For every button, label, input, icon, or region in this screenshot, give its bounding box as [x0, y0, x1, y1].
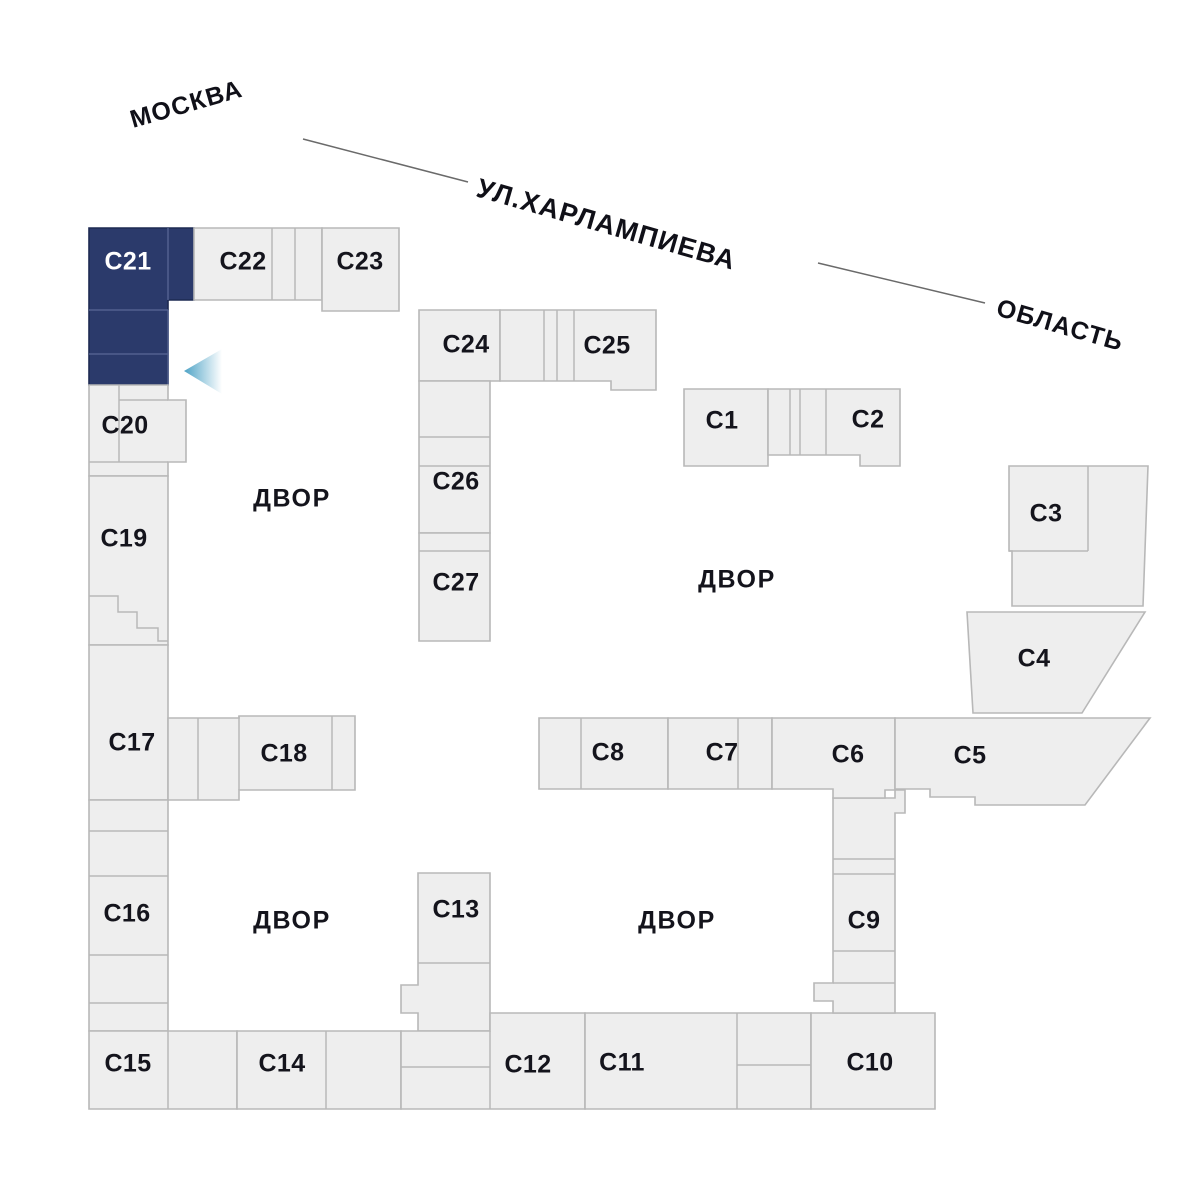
- block-group-c4[interactable]: C4: [966, 611, 1147, 714]
- yard-label-se: ДВОР: [638, 907, 716, 935]
- direction-label-oblast: ОБЛАСТЬ: [993, 294, 1126, 357]
- block-dividers-c11: [736, 1013, 811, 1109]
- block-group-c7[interactable]: C7: [667, 717, 773, 790]
- block-shape-c2[interactable]: [767, 388, 901, 467]
- block-label-c2: C2: [852, 406, 885, 434]
- selection-pointer-group: [184, 349, 222, 394]
- block-label-c6: C6: [832, 741, 865, 769]
- yard-label-sw: ДВОР: [253, 907, 331, 935]
- block-dividers-c12: [401, 1031, 491, 1109]
- direction-label-moskva: МОСКВА: [127, 75, 246, 134]
- block-shape-c3[interactable]: [1008, 465, 1149, 607]
- yard-label-group: ДВОР ДВОР ДВОР ДВОР: [253, 485, 776, 935]
- block-group-c21[interactable]: C21: [88, 227, 195, 386]
- block-group-c25[interactable]: C25: [499, 309, 657, 391]
- block-dividers-c9: [833, 858, 895, 984]
- block-group-c19[interactable]: C19: [88, 475, 169, 646]
- block-group-c11[interactable]: C11: [584, 1012, 812, 1110]
- block-group-c1[interactable]: C1: [683, 388, 769, 467]
- block-shape-c19[interactable]: [88, 475, 169, 646]
- block-group-c22[interactable]: C22: [193, 227, 323, 301]
- block-label-c21: C21: [104, 248, 151, 276]
- selection-pointer-icon: [184, 349, 222, 394]
- block-group-c20[interactable]: C20: [88, 384, 187, 477]
- block-label-c3: C3: [1030, 500, 1063, 528]
- block-group-c13[interactable]: C13: [400, 872, 491, 1032]
- block-shape-c4[interactable]: [966, 611, 1147, 714]
- block-dividers-c20: [89, 385, 168, 463]
- block-label-c10: C10: [846, 1049, 893, 1077]
- block-dividers-c25: [543, 310, 575, 381]
- block-group-c9[interactable]: C9: [813, 789, 906, 1014]
- block-label-c12: C12: [504, 1051, 551, 1079]
- block-dividers-c22: [271, 228, 296, 300]
- block-label-c5: C5: [954, 742, 987, 770]
- block-shape-c17[interactable]: [88, 644, 169, 801]
- block-group-c12[interactable]: C12: [400, 1012, 586, 1110]
- block-dividers-c18: [197, 716, 333, 800]
- block-group-c5[interactable]: C5: [894, 717, 1152, 806]
- block-dividers-c19: [89, 595, 168, 642]
- road-name-label: УЛ.ХАРЛАМПИЕВА: [473, 173, 739, 276]
- block-dividers-c26: [419, 436, 490, 467]
- block-group-c18[interactable]: C18: [167, 715, 356, 801]
- block-label-c11: C11: [599, 1049, 645, 1077]
- leader-line-moskva: [302, 138, 469, 183]
- block-label-c20: C20: [101, 412, 148, 440]
- block-label-c17: C17: [108, 729, 155, 757]
- block-group-c26[interactable]: C26: [418, 380, 491, 534]
- block-label-c16: C16: [103, 900, 150, 928]
- block-label-c7: C7: [706, 739, 739, 767]
- block-label-c15: C15: [104, 1050, 151, 1078]
- block-label-c4: C4: [1018, 645, 1051, 673]
- block-shape-c25[interactable]: [499, 309, 657, 391]
- block-dividers-c16: [89, 830, 168, 1004]
- block-shape-c26[interactable]: [418, 380, 491, 534]
- block-label-c24: C24: [442, 331, 489, 359]
- block-group-c24[interactable]: C24: [418, 309, 501, 382]
- block-group-c16[interactable]: C16: [88, 799, 169, 1032]
- block-label-c18: C18: [260, 740, 307, 768]
- yard-label-nw: ДВОР: [253, 485, 331, 513]
- block-group-c14[interactable]: C14: [236, 1030, 402, 1110]
- block-group-c23[interactable]: C23: [321, 227, 400, 312]
- block-shape-c1[interactable]: [683, 388, 769, 467]
- block-label-c13: C13: [432, 896, 479, 924]
- leader-line-oblast: [817, 262, 986, 304]
- block-label-c23: C23: [336, 248, 383, 276]
- block-shape-c5[interactable]: [894, 717, 1152, 806]
- block-group-c8[interactable]: C8: [538, 717, 669, 790]
- block-group-c6[interactable]: C6: [771, 717, 896, 799]
- block-group-c3[interactable]: C3: [1008, 465, 1149, 607]
- block-dividers-c3: [1009, 466, 1089, 552]
- block-group-c17[interactable]: C17: [88, 644, 169, 801]
- block-label-c19: C19: [100, 525, 147, 553]
- block-shape-c13[interactable]: [400, 872, 491, 1032]
- block-group-c27[interactable]: C27: [418, 532, 491, 642]
- block-label-c1: C1: [706, 407, 739, 435]
- block-group-c10[interactable]: C10: [810, 1012, 936, 1110]
- block-shape-c23[interactable]: [321, 227, 400, 312]
- block-label-c25: C25: [583, 332, 630, 360]
- block-group-c2[interactable]: C2: [767, 388, 901, 467]
- block-label-c26: C26: [432, 468, 479, 496]
- block-label-c9: C9: [848, 907, 881, 935]
- block-shape-c27[interactable]: [418, 532, 491, 642]
- block-label-c27: C27: [432, 569, 479, 597]
- block-group-c15[interactable]: C15: [88, 1030, 238, 1110]
- yard-label-ne: ДВОР: [698, 566, 776, 594]
- block-label-c8: C8: [592, 739, 625, 767]
- block-dividers-c21: [89, 228, 169, 385]
- block-label-c22: C22: [219, 248, 266, 276]
- block-dividers-c2: [789, 389, 827, 455]
- block-shape-c9[interactable]: [813, 789, 906, 1014]
- block-label-c14: C14: [258, 1050, 305, 1078]
